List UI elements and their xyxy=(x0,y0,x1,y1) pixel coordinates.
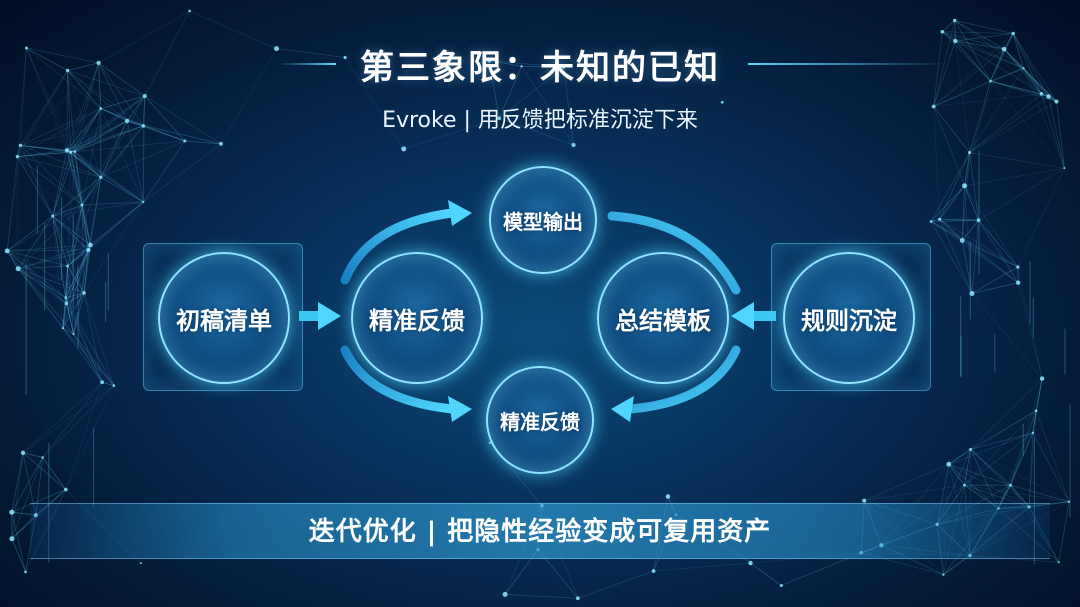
arc-arrow-lower-left xyxy=(340,345,457,414)
page-subtitle: Evroke | 用反馈把标准沉淀下来 xyxy=(382,108,698,133)
node-rule-settlement: 规则沉淀 xyxy=(783,252,915,384)
arc-arrow-upper-left xyxy=(340,208,457,285)
bottom-banner xyxy=(30,503,1050,559)
arrow-right-head xyxy=(731,302,754,330)
arrowhead-upper-left xyxy=(448,200,472,226)
page-title: 第三象限：未知的已知 xyxy=(360,48,720,88)
arrow-right-shaft xyxy=(754,311,776,321)
network-lines xyxy=(6,10,1070,599)
arrowhead-lower-right xyxy=(611,396,634,422)
data-streaks xyxy=(25,150,1071,565)
banner-text: 迭代优化 | 把隐性经验变成可复用资产 xyxy=(308,517,772,547)
node-precise-feedback-bottom: 精准反馈 xyxy=(486,366,594,474)
arrow-left-head xyxy=(318,302,341,330)
node-model-output: 模型输出 xyxy=(489,166,597,274)
node-precise-feedback-left: 精准反馈 xyxy=(351,252,483,384)
arc-arrow-lower-right xyxy=(625,345,741,414)
title-decoration-right xyxy=(748,63,948,65)
arrowhead-lower-left xyxy=(448,396,472,422)
node-summary-template: 总结模板 xyxy=(597,252,729,384)
node-draft-list: 初稿清单 xyxy=(158,252,290,384)
arc-arrow-upper-right xyxy=(607,211,741,295)
arrow-left-shaft xyxy=(299,311,319,321)
title-decoration-left xyxy=(278,63,336,65)
